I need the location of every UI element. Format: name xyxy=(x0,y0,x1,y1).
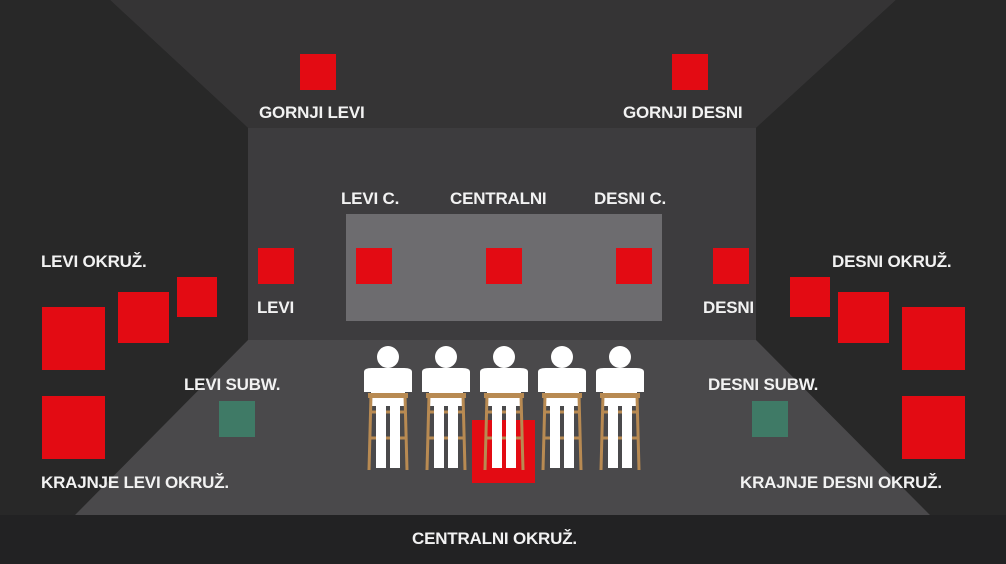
speaker-right-icon xyxy=(713,248,749,284)
seated-person-icon xyxy=(538,346,586,471)
speaker-right-surround-2-icon xyxy=(838,292,889,343)
speaker-far-right-surround-icon xyxy=(902,396,965,459)
seated-person-icon xyxy=(364,346,412,471)
left-wall xyxy=(0,0,248,515)
label-center-surround: CENTRALNI OKRUŽ. xyxy=(412,529,577,548)
right-wall xyxy=(756,0,1006,515)
audience xyxy=(364,346,644,471)
speaker-top-left-icon xyxy=(300,54,336,90)
seated-person-icon xyxy=(596,346,644,471)
label-left-subwoofer: LEVI SUBW. xyxy=(184,375,281,394)
seated-person-icon xyxy=(480,346,528,471)
speaker-right-surround-1-icon xyxy=(790,277,830,317)
speaker-left-surround-3-icon xyxy=(42,307,105,370)
label-center: CENTRALNI xyxy=(450,189,547,208)
speaker-left-surround-1-icon xyxy=(177,277,217,317)
label-right-subwoofer: DESNI SUBW. xyxy=(708,375,819,394)
speaker-right-surround-3-icon xyxy=(902,307,965,370)
speaker-left-icon xyxy=(258,248,294,284)
subwoofer-right-icon xyxy=(752,401,788,437)
label-far-left-surround: KRAJNJE LEVI OKRUŽ. xyxy=(41,473,229,492)
speaker-top-right-icon xyxy=(672,54,708,90)
label-left-surround: LEVI OKRUŽ. xyxy=(41,252,147,271)
label-right: DESNI xyxy=(703,298,754,317)
subwoofer-left-icon xyxy=(219,401,255,437)
speaker-center-surround-icon xyxy=(472,420,535,483)
label-left: LEVI xyxy=(257,298,294,317)
label-right-center: DESNI C. xyxy=(594,189,667,208)
label-top-right: GORNJI DESNI xyxy=(623,103,743,122)
label-far-right-surround: KRAJNJE DESNI OKRUŽ. xyxy=(740,473,942,492)
ceiling xyxy=(110,0,896,128)
speaker-left-surround-2-icon xyxy=(118,292,169,343)
label-top-left: GORNJI LEVI xyxy=(259,103,365,122)
speaker-left-center-icon xyxy=(356,248,392,284)
speaker-far-left-surround-icon xyxy=(42,396,105,459)
speaker-right-center-icon xyxy=(616,248,652,284)
label-left-center: LEVI C. xyxy=(341,189,400,208)
label-right-surround: DESNI OKRUŽ. xyxy=(832,252,952,271)
seated-person-icon xyxy=(422,346,470,471)
speaker-center-icon xyxy=(486,248,522,284)
